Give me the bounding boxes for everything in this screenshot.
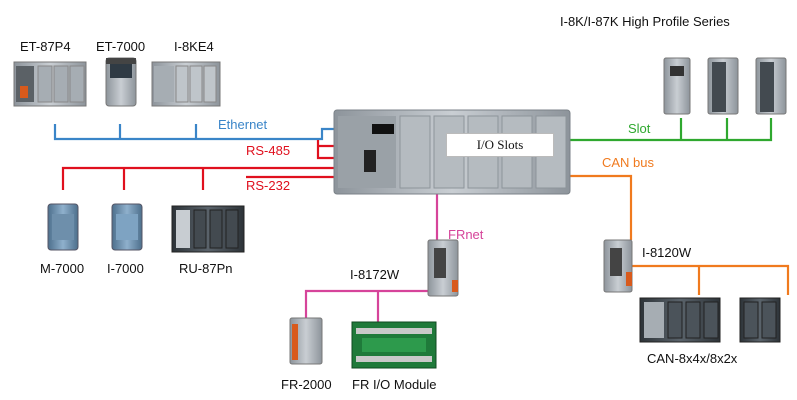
i8172w-device	[427, 239, 459, 297]
et7000-label: ET-7000	[96, 39, 146, 54]
can8x-device-1	[639, 297, 721, 343]
i8120w-label: I-8120W	[642, 245, 692, 260]
i7000-device	[111, 203, 143, 251]
ru87pn-label: RU-87Pn	[179, 261, 233, 276]
et87p4-label: ET-87P4	[20, 39, 71, 54]
ethernet-label: Ethernet	[218, 117, 268, 132]
hp-module-1	[663, 57, 691, 115]
rs485-label: RS-485	[246, 143, 291, 158]
i8ke4-label: I-8KE4	[174, 39, 214, 54]
m7000-label: M-7000	[40, 261, 85, 276]
fr2000-label: FR-2000	[281, 377, 332, 392]
slot-bus	[556, 118, 773, 142]
diagram-title: I-8K/I-87K High Profile Series	[560, 14, 730, 29]
hp-module-3	[755, 57, 787, 115]
frnet-bus	[304, 186, 439, 322]
io-slots-label: I/O Slots	[446, 133, 554, 157]
can8x-device-2	[739, 297, 781, 343]
can-bus-label: CAN bus	[602, 155, 655, 170]
ethernet-bus	[53, 124, 375, 141]
fr-io-module-board	[351, 321, 437, 369]
rs232-label: RS-232	[246, 178, 291, 193]
i8172w-label: I-8172W	[350, 267, 400, 282]
can8x-label: CAN-8x4x/8x2x	[647, 351, 738, 366]
et7000-device	[105, 57, 137, 107]
frnet-label: FRnet	[448, 227, 484, 242]
hp-module-2	[707, 57, 739, 115]
fr2000-device	[289, 317, 323, 365]
i8120w-device	[603, 239, 633, 293]
ru87pn-device	[171, 205, 245, 253]
m7000-device	[47, 203, 79, 251]
rs232-bus	[61, 166, 368, 190]
i8ke4-device	[151, 61, 221, 107]
slot-label: Slot	[628, 121, 651, 136]
fr-io-module-label: FR I/O Module	[352, 377, 437, 392]
i7000-label: I-7000	[107, 261, 144, 276]
et87p4-device	[13, 61, 87, 107]
